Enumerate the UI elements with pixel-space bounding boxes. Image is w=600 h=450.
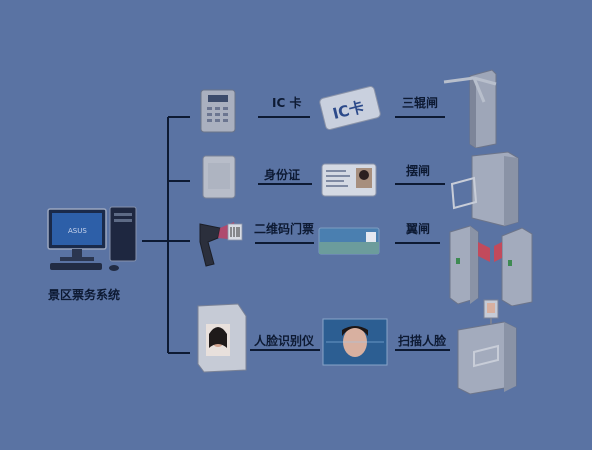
system-label: 景区票务系统 [48,288,121,302]
desktop-computer-icon: ASUS [47,206,137,271]
qr-ticket-icon [318,227,380,255]
face-recognition-terminal-icon [197,303,247,373]
right-edge-band [592,0,600,450]
svg-text:ASUS: ASUS [68,227,87,235]
tripod-gate-label: 三辊闸 [402,96,439,110]
id-card-reader-icon [202,155,236,199]
swing-gate-label: 摆闸 [406,164,431,178]
face-scan-image [322,318,388,366]
face-scan-gate-icon [457,299,517,395]
ic-card-label: IC 卡 [272,96,302,110]
qr-ticket-label: 二维码门票 [254,222,315,236]
ic-card-icon: IC卡 [319,86,381,130]
tripod-turnstile-icon [443,69,497,148]
flap-barrier-gate-icon [449,225,533,306]
id-card-icon [321,163,377,197]
id-card-label: 身份证 [264,168,301,182]
swing-gate-icon [450,151,519,227]
barcode-scanner-icon [199,222,243,267]
card-reader-icon [200,89,236,133]
face-scan-label: 扫描人脸 [398,334,447,348]
face-reader-label: 人脸识别仪 [254,334,315,348]
flap-gate-label: 翼闸 [406,222,431,236]
